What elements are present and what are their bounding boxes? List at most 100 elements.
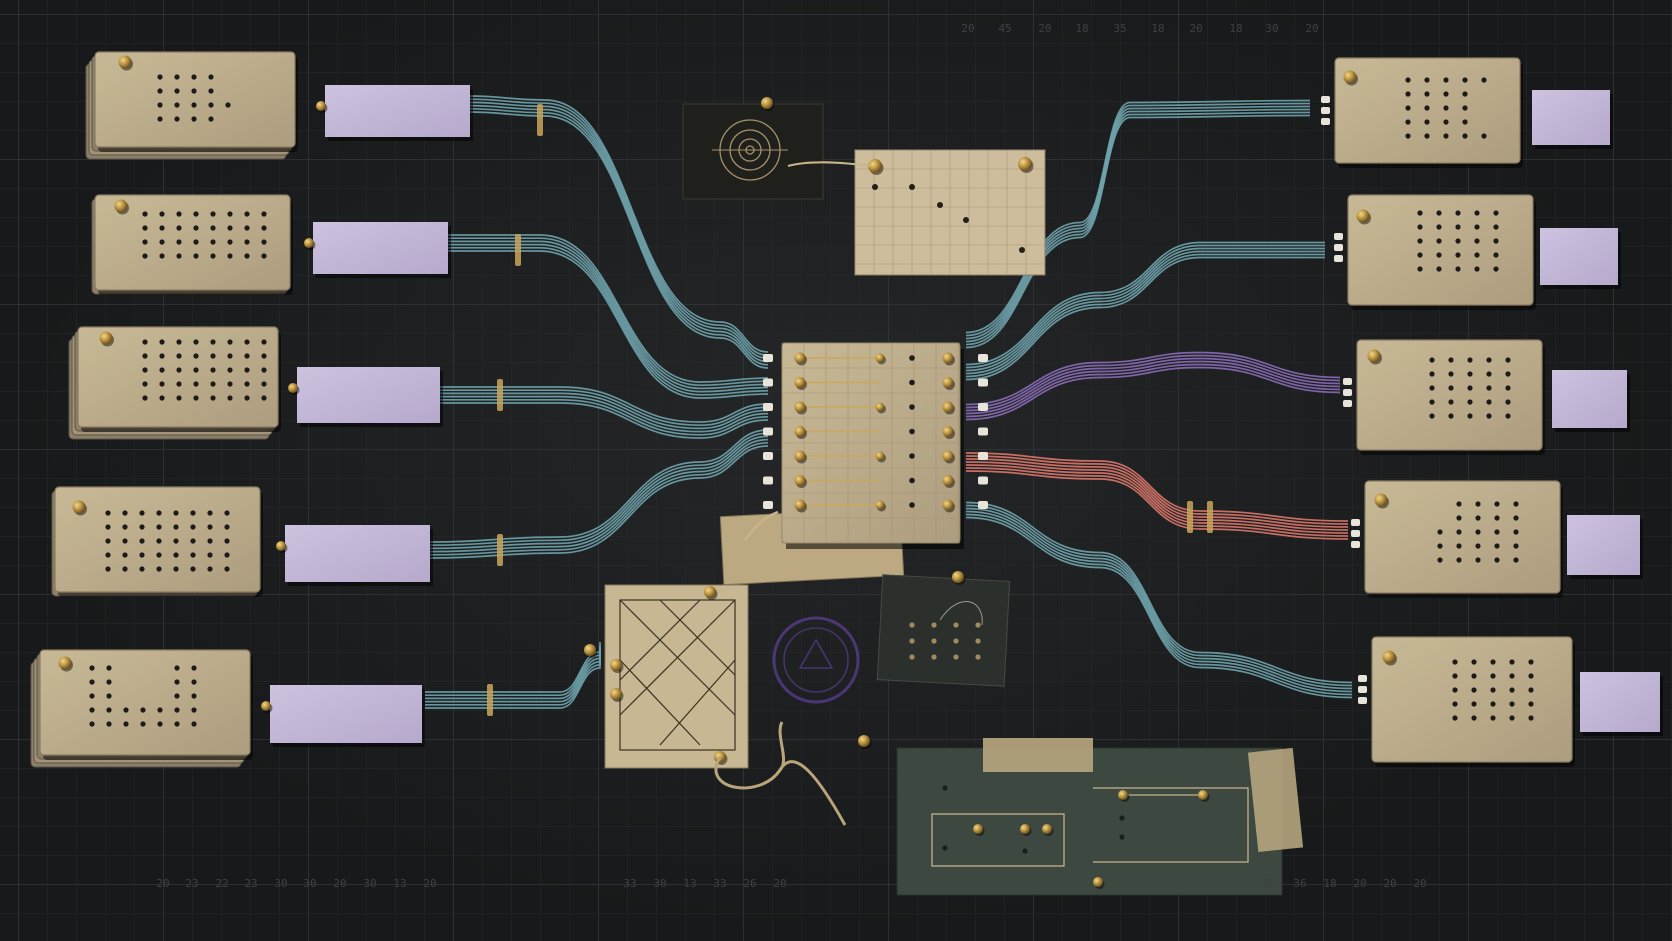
punched-hole <box>176 225 182 231</box>
card-face <box>94 51 296 148</box>
punched-hole <box>1471 673 1477 679</box>
punched-hole <box>208 116 214 122</box>
punched-hole <box>1429 413 1435 419</box>
punched-hole <box>1456 501 1462 507</box>
thread-bead <box>1343 378 1352 385</box>
brass-pin-icon <box>610 659 622 671</box>
punched-hole <box>140 707 146 713</box>
punched-hole <box>1452 715 1458 721</box>
punched-hole <box>208 74 214 80</box>
punched-hole <box>1424 105 1430 111</box>
punched-hole <box>176 239 182 245</box>
punched-hole <box>159 339 165 345</box>
punched-hole <box>106 665 112 671</box>
punched-hole <box>1505 413 1511 419</box>
punched-hole <box>1486 371 1492 377</box>
punched-hole <box>139 524 145 530</box>
brass-pin-icon <box>875 353 885 363</box>
punched-hole <box>1417 224 1423 230</box>
punched-hole <box>1436 238 1442 244</box>
punched-hole <box>176 339 182 345</box>
left-card-column <box>30 51 473 768</box>
thread-strand <box>965 354 1341 409</box>
mat-ruler-label: 18 <box>1151 22 1164 35</box>
punched-hole <box>1405 119 1411 125</box>
punched-hole <box>244 367 250 373</box>
punched-hole <box>1509 659 1515 665</box>
punched-hole <box>207 538 213 544</box>
punched-hole <box>1493 252 1499 258</box>
mat-ruler-label: 26 <box>743 877 756 890</box>
mat-ruler-label: 30 <box>653 877 666 890</box>
mat-ruler-label: 22 <box>215 877 228 890</box>
punched-hole <box>1119 815 1125 821</box>
punched-hole <box>89 721 95 727</box>
punched-hole <box>261 211 267 217</box>
punched-hole <box>210 395 216 401</box>
brass-pin-icon <box>58 656 72 670</box>
thread-strand <box>965 501 1353 684</box>
punched-hole <box>1437 529 1443 535</box>
punched-hole <box>1471 701 1477 707</box>
punched-hole <box>1462 119 1468 125</box>
thread-strand <box>467 95 769 353</box>
punched-hole <box>142 253 148 259</box>
thread-tie <box>487 684 493 716</box>
right-punched-card <box>1334 194 1621 310</box>
punched-hole <box>159 253 165 259</box>
wire-loop <box>939 601 983 626</box>
punched-hole <box>1493 266 1499 272</box>
thread-bundles <box>424 95 1353 716</box>
punched-hole <box>190 538 196 544</box>
punched-hole <box>1486 357 1492 363</box>
masking-tape <box>983 738 1093 772</box>
punched-hole <box>207 524 213 530</box>
mat-ruler-label: 23 <box>244 877 257 890</box>
punched-hole <box>139 510 145 516</box>
masking-tape <box>1247 747 1304 853</box>
punched-hole <box>931 654 937 660</box>
thread-strand <box>965 467 1349 537</box>
punched-hole <box>1475 543 1481 549</box>
punched-hole <box>105 510 111 516</box>
punched-hole <box>191 707 197 713</box>
mat-ruler-label: 20 <box>1383 877 1396 890</box>
punched-hole <box>1436 210 1442 216</box>
thread-strand <box>445 250 769 399</box>
mat-ruler-label: 20 <box>1413 877 1426 890</box>
loose-twine <box>714 721 847 826</box>
thread-strand <box>429 438 769 553</box>
punched-hole <box>156 538 162 544</box>
punched-hole <box>174 74 180 80</box>
thread-strand <box>467 101 769 360</box>
punched-hole <box>224 510 230 516</box>
brass-pin-icon <box>858 735 870 747</box>
punched-hole <box>89 665 95 671</box>
punched-hole <box>208 88 214 94</box>
brass-pin-icon <box>794 426 806 437</box>
punched-hole <box>105 566 111 572</box>
punched-hole <box>1513 557 1519 563</box>
punched-hole <box>174 116 180 122</box>
thread-bead <box>1321 118 1330 125</box>
punched-hole <box>1437 557 1443 563</box>
punched-hole <box>193 339 199 345</box>
thread-tie <box>1207 501 1213 533</box>
punched-hole <box>909 184 915 190</box>
punched-hole <box>1467 413 1473 419</box>
punched-hole <box>207 510 213 516</box>
thread-bead <box>1358 675 1367 682</box>
punched-hole <box>173 524 179 530</box>
punched-hole <box>1448 413 1454 419</box>
punched-hole <box>173 566 179 572</box>
punched-hole <box>156 552 162 558</box>
punched-hole <box>1471 715 1477 721</box>
punched-hole <box>1513 501 1519 507</box>
punched-hole <box>1436 252 1442 258</box>
thread-strand <box>965 455 1349 525</box>
brass-pin-icon <box>875 451 885 461</box>
punched-hole <box>1429 399 1435 405</box>
thread-bead <box>978 354 988 362</box>
punched-hole <box>142 225 148 231</box>
